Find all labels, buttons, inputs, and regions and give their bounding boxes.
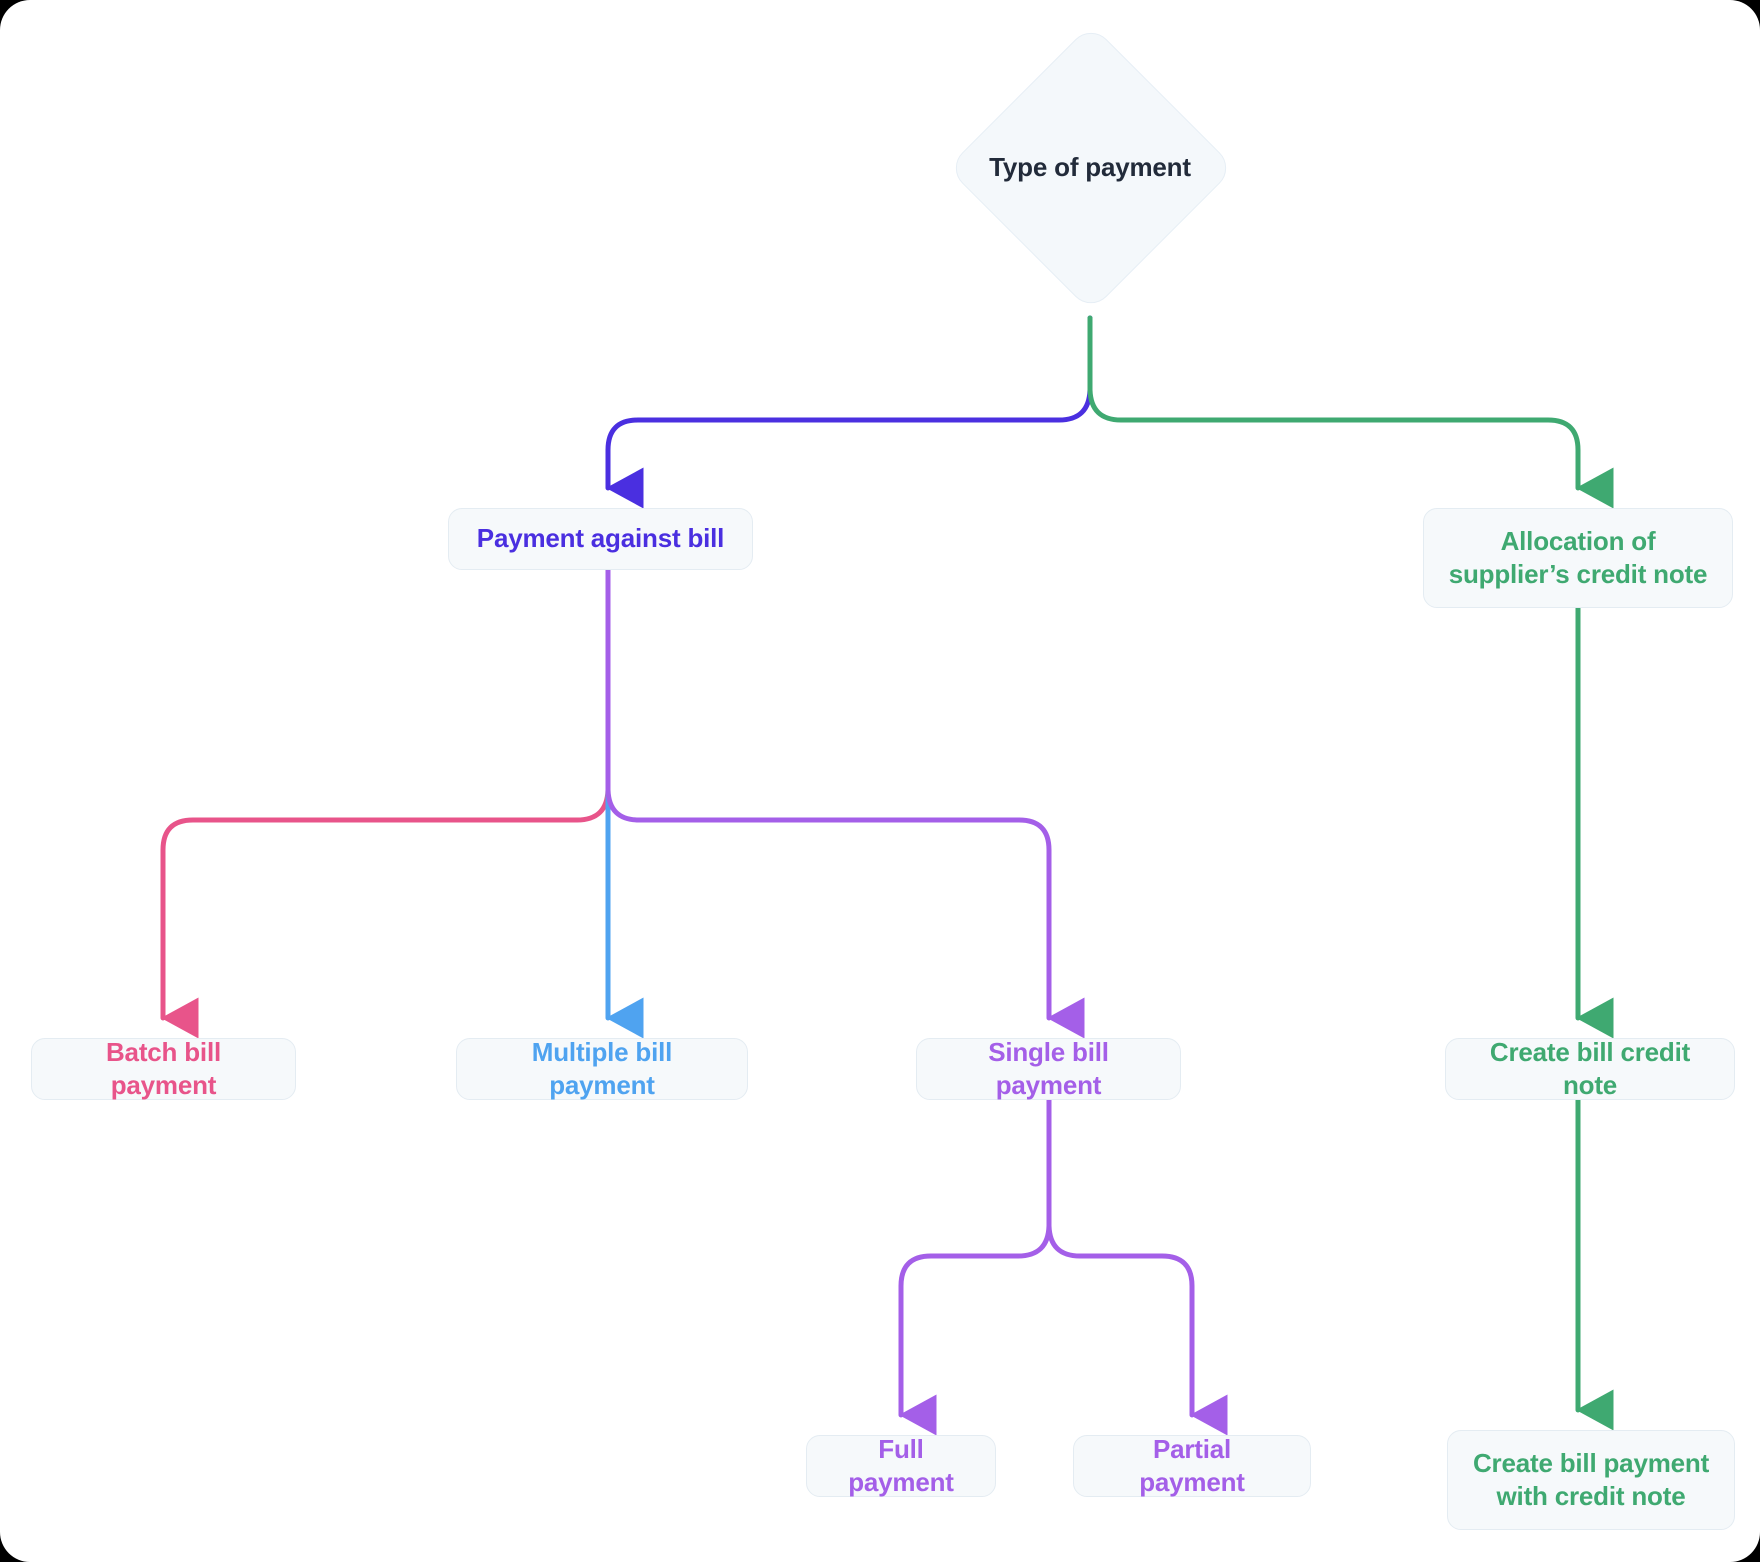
node-create-bill-payment-with-credit-note[interactable]: Create bill payment with credit note — [1447, 1430, 1735, 1530]
node-label: Partial payment — [1139, 1433, 1245, 1497]
node-label: Single bill payment — [988, 1036, 1109, 1100]
node-multiple-bill-payment[interactable]: Multiple bill payment — [456, 1036, 748, 1100]
edge-decision-to-payment-against-bill — [605, 315, 1093, 509]
node-partial-payment[interactable]: Partial payment — [1073, 1433, 1311, 1497]
node-label: Payment against bill — [476, 523, 725, 554]
decision-node-label: Type of payment — [989, 151, 1191, 182]
edge-payment-to-batch — [160, 567, 611, 1039]
node-label: Allocation of supplier’s credit note — [1448, 525, 1708, 589]
edge-payment-to-single — [605, 567, 1085, 1039]
edge-single-to-partial — [1046, 1097, 1228, 1436]
node-label: Create bill credit note — [1489, 1036, 1691, 1100]
node-label: Batch bill payment — [105, 1036, 221, 1100]
node-full-payment[interactable]: Full payment — [806, 1433, 996, 1497]
node-payment-against-bill[interactable]: Payment against bill — [448, 508, 753, 570]
node-allocation-of-suppliers-credit-note[interactable]: Allocation of supplier’s credit note — [1423, 508, 1733, 608]
edge-decision-to-allocation — [1087, 315, 1614, 509]
node-create-bill-credit-note[interactable]: Create bill credit note — [1445, 1036, 1735, 1100]
node-label: Multiple bill payment — [531, 1036, 673, 1100]
node-label: Full payment — [848, 1433, 954, 1497]
edge-single-to-full — [898, 1097, 1052, 1436]
node-batch-bill-payment[interactable]: Batch bill payment — [31, 1036, 296, 1100]
node-single-bill-payment[interactable]: Single bill payment — [916, 1036, 1181, 1100]
node-label: Create bill payment with credit note — [1472, 1447, 1710, 1511]
